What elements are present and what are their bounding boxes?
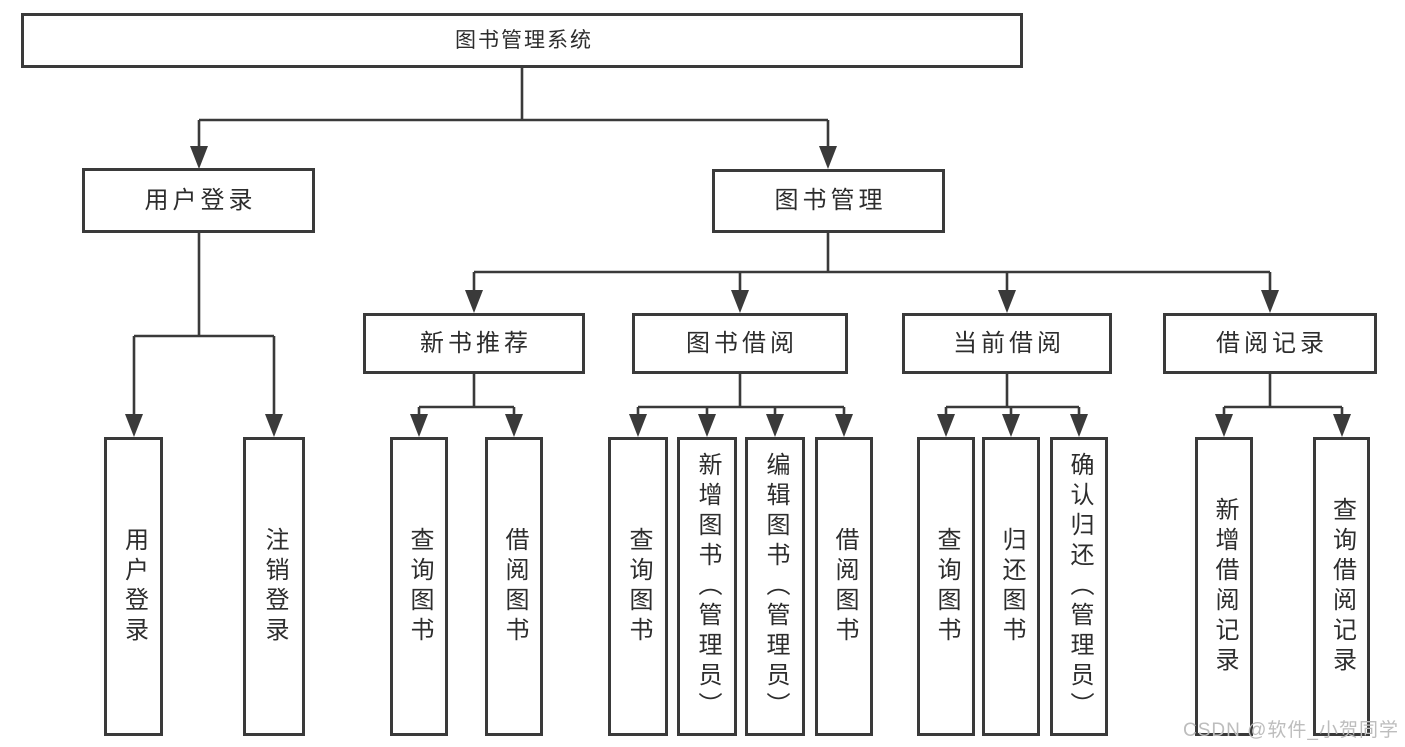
arrowhead-icon xyxy=(629,414,647,437)
node-label: 新书推荐 xyxy=(420,329,532,357)
arrowhead-icon xyxy=(265,414,283,437)
node-label: 图书管理 xyxy=(774,187,887,214)
node-label: 借阅记录 xyxy=(1216,329,1328,357)
arrowhead-icon xyxy=(766,414,784,437)
node-current-borrowing: 当前借阅 xyxy=(902,313,1112,374)
node-borrowing-records: 借阅记录 xyxy=(1163,313,1377,374)
node-book-management: 图书管理 xyxy=(712,169,945,233)
arrowhead-icon xyxy=(505,414,523,437)
leaf-user-login: 用户登录 xyxy=(104,437,163,736)
leaf-label: 查询图书 xyxy=(933,526,960,647)
node-library-management-system: 图书管理系统 xyxy=(21,13,1023,68)
leaf-edit-books-admin: 编辑图书（管理员） xyxy=(745,437,805,736)
arrowhead-icon xyxy=(937,414,955,437)
leaf-add-books-admin: 新增图书（管理员） xyxy=(677,437,737,736)
leaf-query-books: 查询图书 xyxy=(917,437,975,736)
leaf-label: 确认归还（管理员） xyxy=(1066,451,1093,722)
arrowhead-icon xyxy=(835,414,853,437)
connector-path xyxy=(132,68,1344,419)
leaf-borrow-books: 借阅图书 xyxy=(815,437,873,736)
arrowhead-icon xyxy=(731,290,749,313)
node-user-login: 用户登录 xyxy=(82,168,315,233)
csdn-watermark: CSDN @软件_小贺同学 xyxy=(1183,720,1399,741)
leaf-label: 查询图书 xyxy=(406,526,433,647)
node-label: 用户登录 xyxy=(144,186,257,214)
leaf-confirm-return-admin: 确认归还（管理员） xyxy=(1050,437,1108,736)
arrowhead-icon xyxy=(125,414,143,437)
node-label: 图书借阅 xyxy=(686,329,798,357)
arrowhead-icon xyxy=(1215,414,1233,437)
arrowhead-icon xyxy=(410,414,428,437)
leaf-return-books: 归还图书 xyxy=(982,437,1040,736)
arrowhead-icon xyxy=(698,414,716,437)
arrowhead-icon xyxy=(190,146,208,169)
leaf-add-borrow-record: 新增借阅记录 xyxy=(1195,437,1253,736)
leaf-label: 新增图书（管理员） xyxy=(694,451,721,722)
leaf-label: 新增借阅记录 xyxy=(1211,496,1238,677)
node-book-borrowing: 图书借阅 xyxy=(632,313,848,374)
arrowhead-icon xyxy=(819,146,837,169)
leaf-label: 借阅图书 xyxy=(501,526,528,647)
leaf-label: 查询图书 xyxy=(625,526,652,647)
node-new-book-recommend: 新书推荐 xyxy=(363,313,585,374)
leaf-label: 注销登录 xyxy=(261,526,288,647)
arrowhead-icon xyxy=(465,290,483,313)
node-label: 当前借阅 xyxy=(953,329,1065,357)
node-label: 图书管理系统 xyxy=(455,29,593,52)
arrowhead-icon xyxy=(1070,414,1088,437)
leaf-label: 编辑图书（管理员） xyxy=(762,451,789,722)
leaf-query-borrow-record: 查询借阅记录 xyxy=(1313,437,1370,736)
arrowhead-icon xyxy=(998,290,1016,313)
arrowhead-icon xyxy=(1261,290,1279,313)
leaf-label: 归还图书 xyxy=(998,526,1025,647)
leaf-borrow-books: 借阅图书 xyxy=(485,437,543,736)
arrowhead-icon xyxy=(1333,414,1351,437)
leaf-query-books: 查询图书 xyxy=(608,437,668,736)
leaf-label: 借阅图书 xyxy=(831,526,858,647)
leaf-label: 查询借阅记录 xyxy=(1328,496,1356,677)
arrowheads xyxy=(125,146,1351,437)
leaf-logout: 注销登录 xyxy=(243,437,305,736)
arrowhead-icon xyxy=(1002,414,1020,437)
leaf-query-books: 查询图书 xyxy=(390,437,448,736)
leaf-label: 用户登录 xyxy=(120,526,148,647)
